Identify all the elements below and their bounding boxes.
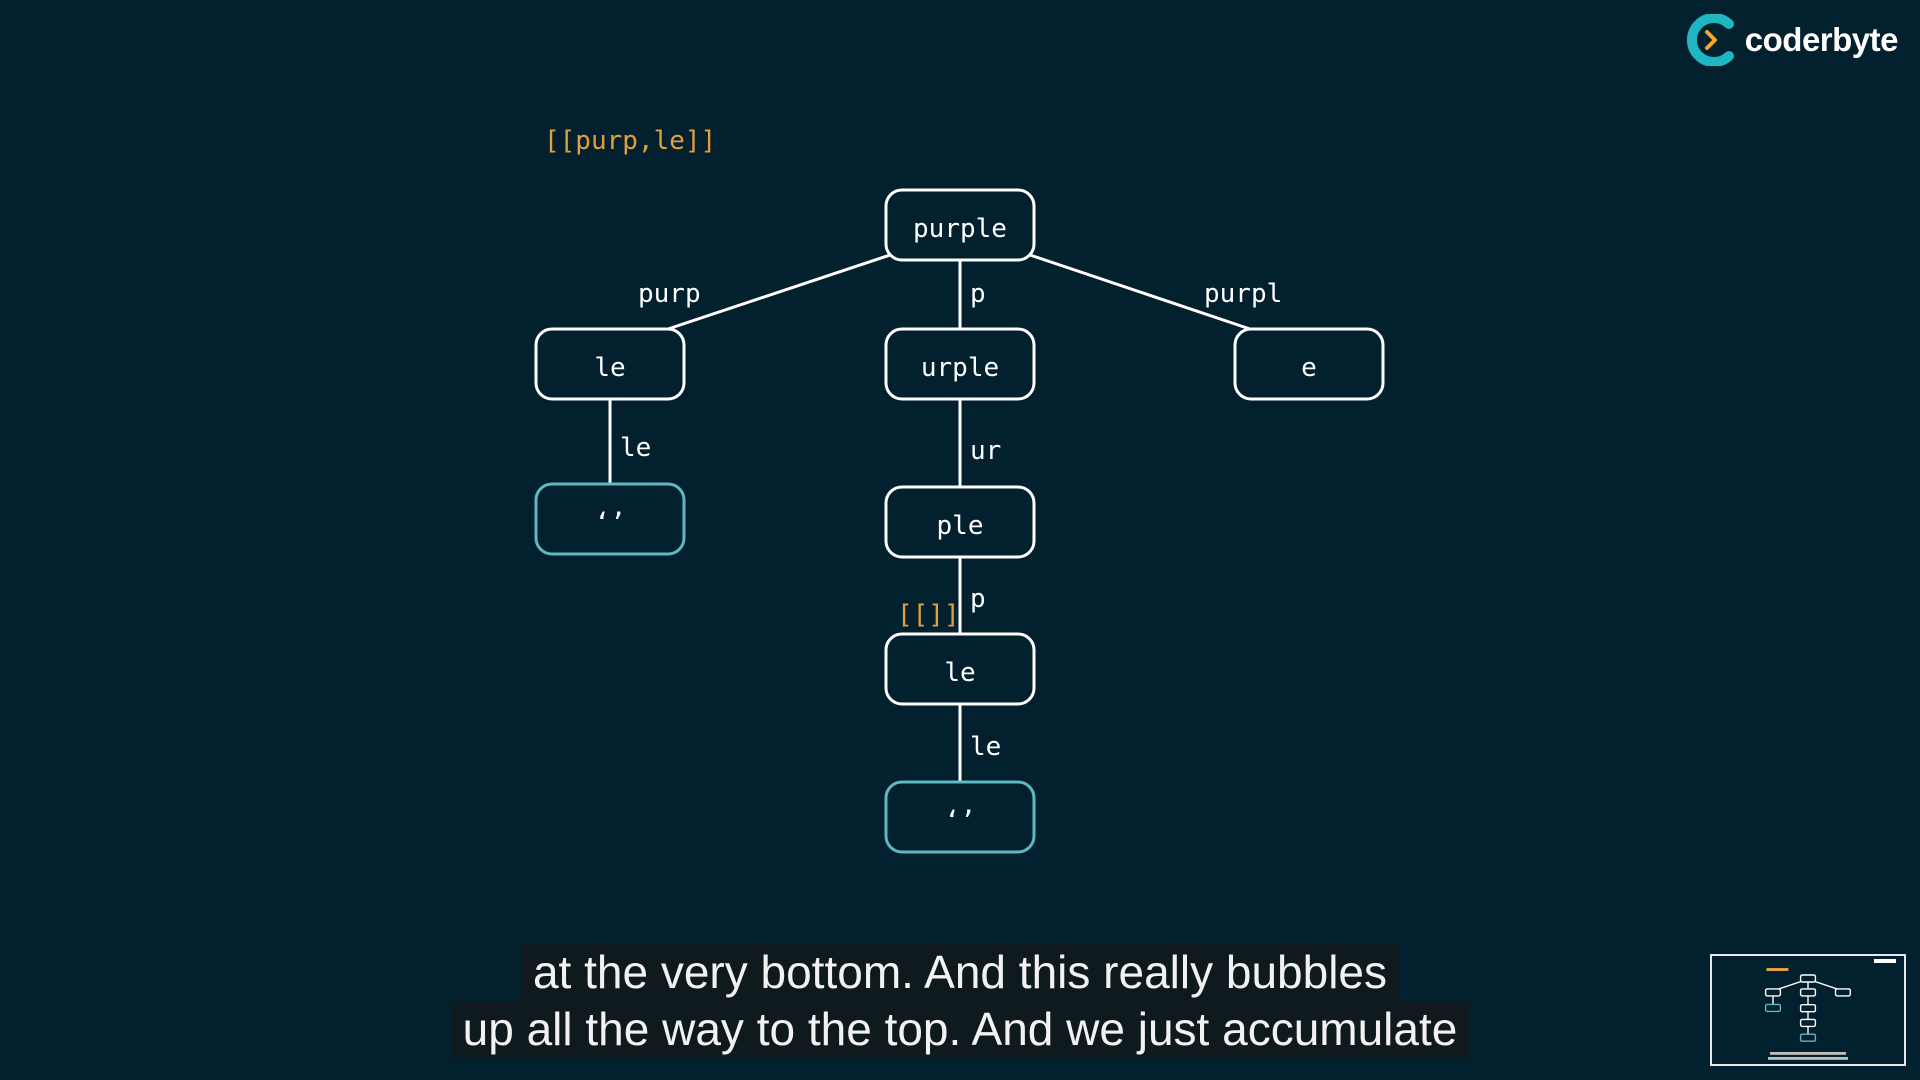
node-le-left [534, 327, 686, 401]
coderbyte-logo-text: coderbyte [1744, 21, 1899, 58]
edge-purple-e [1029, 253, 1251, 331]
node-label: urple [921, 353, 999, 383]
edge-label: le [620, 433, 651, 463]
caption-line-2: up all the way to the top. And we just a… [450, 1001, 1470, 1058]
thumbnail-diagram [1764, 959, 1896, 1060]
node-label: e [1301, 353, 1317, 383]
node-label: purple [913, 214, 1007, 244]
node-label: ple [937, 511, 984, 541]
node-label: le [594, 353, 625, 383]
edge-purple-le [667, 253, 891, 331]
subtitle-captions: at the very bottom. And this really bubb… [0, 944, 1920, 1058]
annotation-result-mid: [[]] [897, 600, 960, 630]
annotation-result-left: [[purp,le]] [544, 126, 716, 156]
node-label: ‘’ [594, 508, 625, 538]
node-label: ‘’ [944, 806, 975, 836]
node-purple [884, 188, 1036, 262]
coderbyte-logo: coderbyte [1686, 14, 1899, 66]
caption-line-1: at the very bottom. And this really bubb… [520, 944, 1400, 1001]
coderbyte-logo-icon [1686, 14, 1734, 66]
edge-label: ur [970, 436, 1001, 466]
edge-label: le [970, 732, 1001, 762]
node-e [1233, 327, 1385, 401]
video-thumbnail-preview[interactable] [1710, 954, 1906, 1066]
edge-label: purp [638, 279, 701, 309]
node-empty-left [534, 482, 686, 556]
node-label: le [944, 658, 975, 688]
node-empty-mid [884, 780, 1036, 854]
edge-label: p [970, 584, 986, 614]
edge-label: p [970, 279, 986, 309]
edge-label: purpl [1204, 279, 1282, 309]
node-le-mid [884, 632, 1036, 706]
node-urple [884, 327, 1036, 401]
node-ple [884, 485, 1036, 559]
